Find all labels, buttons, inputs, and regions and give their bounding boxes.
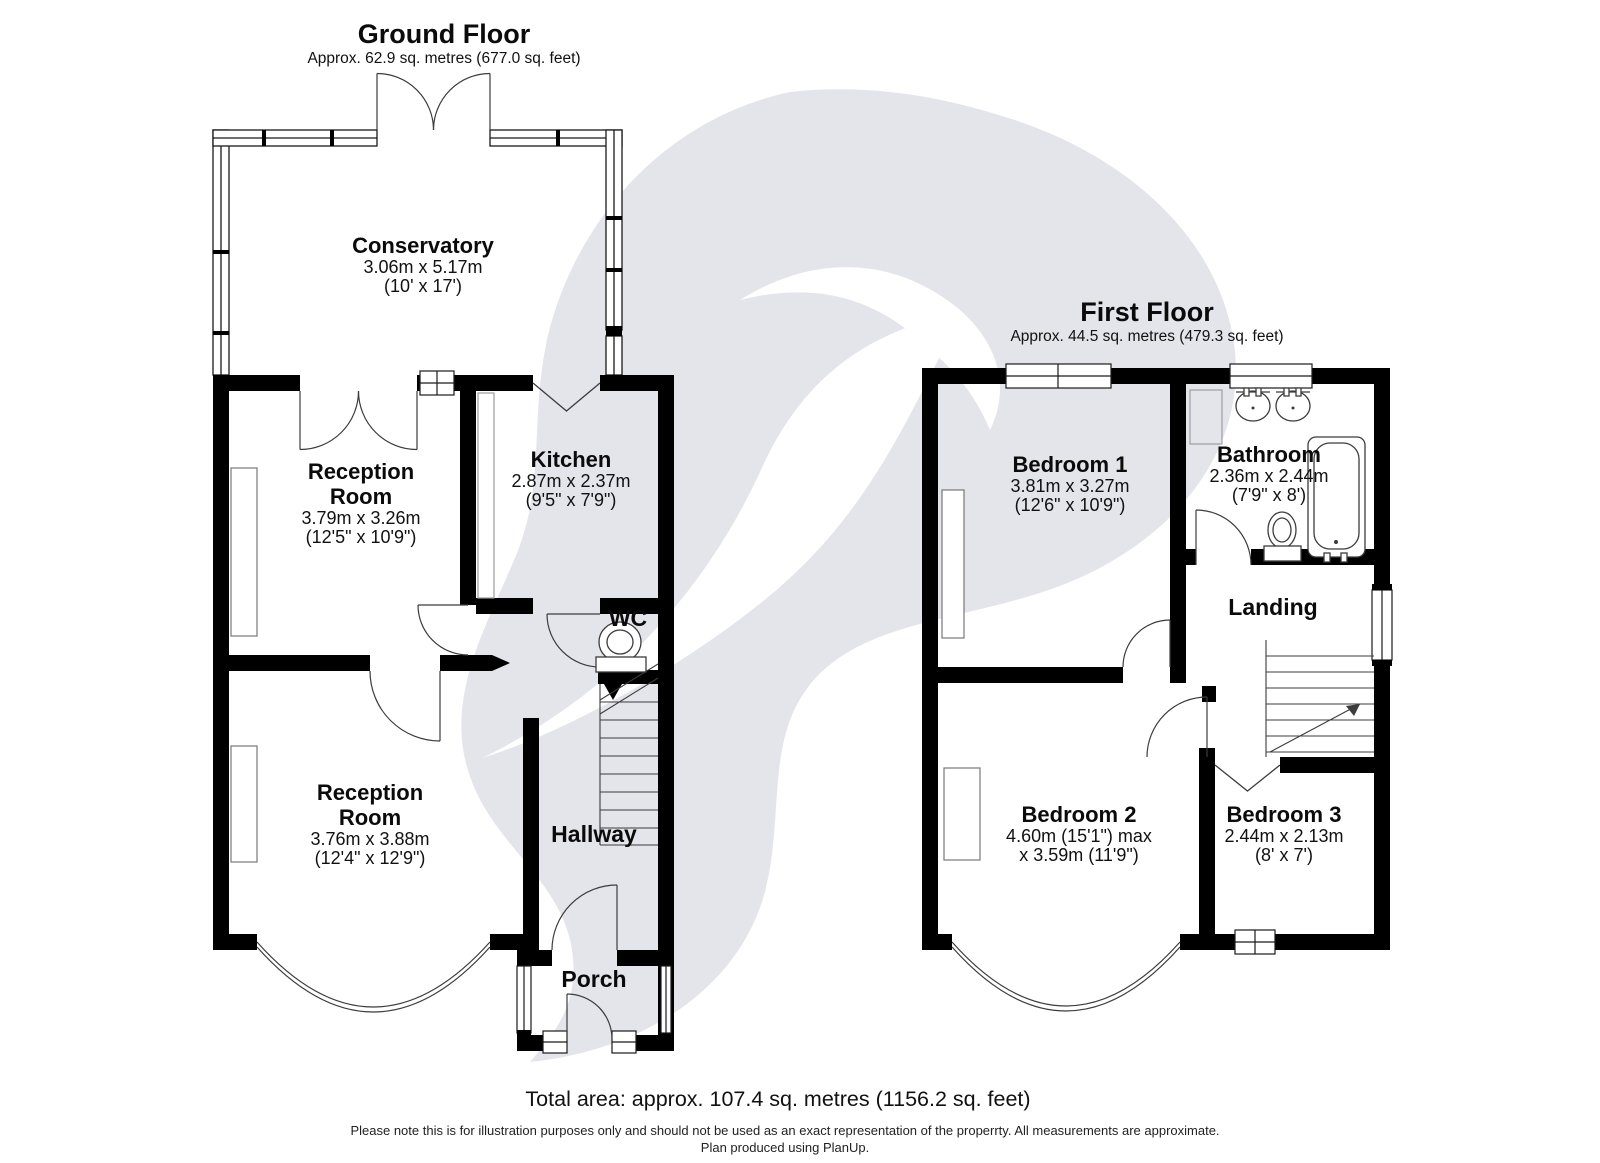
ground-interior-doors <box>369 604 601 742</box>
first-floor-area: Approx. 44.5 sq. metres (479.3 sq. feet) <box>1010 328 1284 345</box>
watermark-logo <box>461 89 1236 1062</box>
room-label-landing: Landing <box>1228 594 1318 620</box>
room-label-wc: WC <box>608 605 648 631</box>
room-label-reception-back: Reception Room 3.76m x 3.88m (12'4" x 12… <box>310 780 430 868</box>
first-floor-plan <box>922 363 1393 1012</box>
first-floor-title: First Floor <box>1080 297 1214 327</box>
conservatory-double-door <box>376 72 491 131</box>
room-label-bedroom1: Bedroom 1 3.81m x 3.27m (12'6" x 10'9") <box>1010 452 1130 515</box>
room-label-reception-front: Reception Room 3.79m x 3.26m (12'5" x 10… <box>301 459 421 547</box>
bathtub <box>1307 436 1366 563</box>
total-area-text: Total area: approx. 107.4 sq. metres (11… <box>525 1087 1031 1111</box>
room-label-bathroom: Bathroom 2.36m x 2.44m (7'9" x 8') <box>1209 442 1329 505</box>
first-floor-title-block: First Floor Approx. 44.5 sq. metres (479… <box>1010 296 1283 346</box>
reception-conservatory-doors <box>299 390 418 451</box>
first-bay-window <box>951 941 1181 1012</box>
room-label-conservatory: Conservatory 3.06m x 5.17m (10' x 17') <box>352 233 494 296</box>
planup-credit-text: Plan produced using PlanUp. <box>700 1140 870 1155</box>
room-label-kitchen: Kitchen 2.87m x 2.37m (9'5" x 7'9") <box>511 447 631 510</box>
conservatory-walls <box>212 129 623 376</box>
bathroom-fixtures <box>1189 387 1366 563</box>
first-furniture <box>941 489 981 861</box>
porch-details <box>516 884 672 1054</box>
ground-stairs <box>599 663 659 846</box>
sink-right <box>1275 387 1311 422</box>
ground-floor-plan <box>212 72 674 1054</box>
wc-toilet <box>595 621 647 673</box>
airing-cupboard <box>1189 389 1223 445</box>
landing-window-caps <box>1372 584 1392 666</box>
ground-floor-walls <box>213 375 674 1051</box>
ground-floor-area: Approx. 62.9 sq. metres (677.0 sq. feet) <box>307 50 581 67</box>
disclaimer-text: Please note this is for illustration pur… <box>350 1123 1220 1138</box>
kitchen-bifold-door <box>532 382 601 412</box>
first-floor-doors <box>1122 509 1281 792</box>
sink-left <box>1235 387 1271 422</box>
first-floor-stairs <box>1265 640 1374 757</box>
room-label-bedroom2: Bedroom 2 4.60m (15'1") max x 3.59m (11'… <box>1006 802 1152 865</box>
window-mullions <box>213 130 622 336</box>
ground-bay-window <box>256 941 491 1013</box>
bathroom-toilet <box>1263 511 1302 562</box>
room-label-hallway: Hallway <box>551 821 637 847</box>
room-label-bedroom3: Bedroom 3 2.44m x 2.13m (8' x 7') <box>1224 802 1344 865</box>
room-label-porch: Porch <box>561 966 627 992</box>
first-floor-windows <box>1005 363 1393 955</box>
reception-top-window <box>419 370 455 396</box>
ground-furniture <box>230 392 495 863</box>
ground-floor-title-block: Ground Floor Approx. 62.9 sq. metres (67… <box>307 18 580 68</box>
ground-floor-title: Ground Floor <box>357 19 531 49</box>
